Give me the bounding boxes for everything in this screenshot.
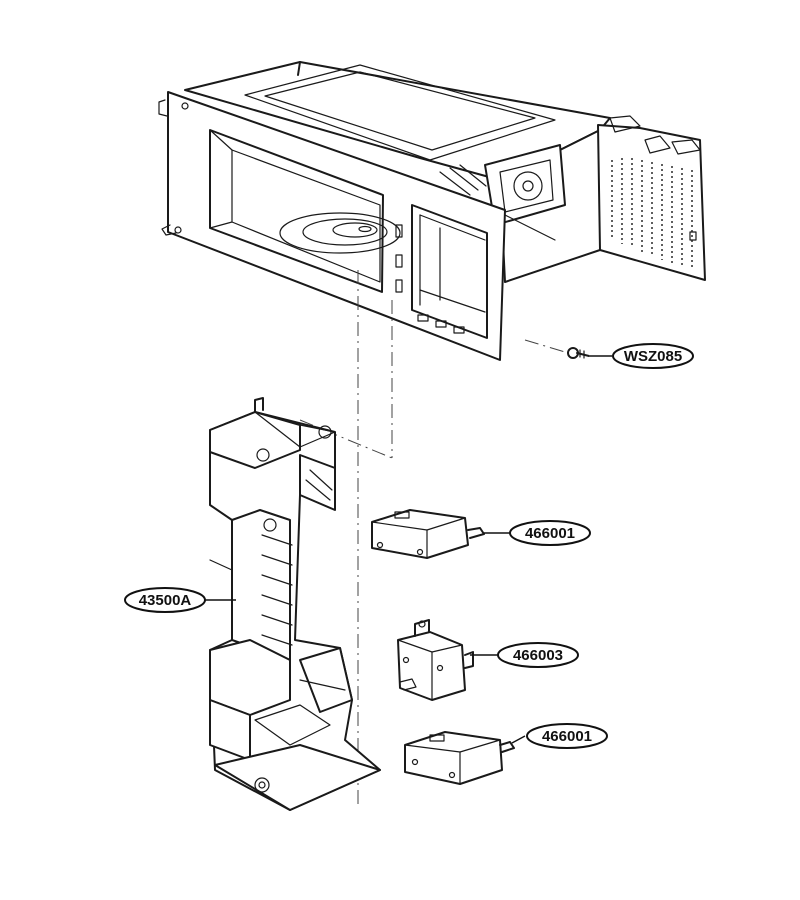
- callout-466001-bottom: 466001: [526, 723, 608, 749]
- callout-leaders: [205, 355, 612, 744]
- callout-466001-top: 466001: [509, 520, 591, 546]
- switch-466001-bottom: [404, 731, 515, 785]
- microwave-cavity-assembly: [158, 61, 611, 361]
- vent-holes: [439, 164, 487, 196]
- callout-466003: 466003: [497, 642, 579, 668]
- callout-label: 43500A: [139, 592, 192, 609]
- switch-466001-top: [371, 509, 485, 559]
- perforation-grid: [611, 158, 693, 268]
- callout-label: 466001: [542, 728, 592, 745]
- screw-wsz085: [567, 347, 590, 359]
- turntable: [279, 212, 401, 254]
- cavity-opening: [209, 129, 384, 293]
- callout-label: 466003: [513, 647, 563, 664]
- rear-back-panel: [597, 115, 706, 281]
- spine-ribs: [261, 534, 293, 646]
- alignment-lines: [299, 270, 566, 808]
- switch-466003-middle: [397, 619, 474, 701]
- callout-label: 466001: [525, 525, 575, 542]
- control-opening: [411, 204, 488, 339]
- interlock-slots: [395, 224, 465, 334]
- callout-label: WSZ085: [624, 348, 682, 365]
- callout-wsz085: WSZ085: [612, 343, 694, 369]
- interlock-frame-43500a: [209, 397, 381, 811]
- callout-43500a: 43500A: [124, 587, 206, 613]
